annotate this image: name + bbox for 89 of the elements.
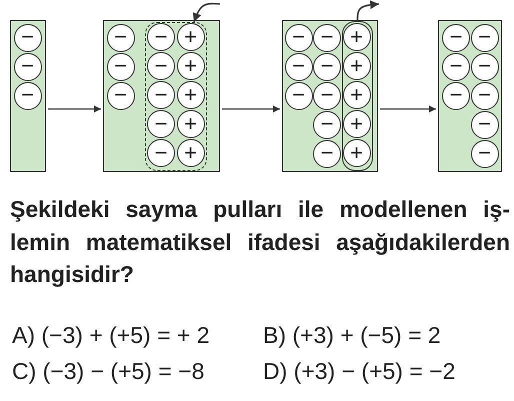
counter-chip — [14, 24, 42, 52]
counter-chip — [14, 52, 42, 80]
counter-sign: − — [450, 55, 462, 78]
counter-sign: − — [478, 26, 491, 49]
counter-chip — [342, 110, 370, 138]
counter-chip — [342, 139, 370, 167]
counter-sign: + — [350, 142, 363, 164]
counter-chip — [442, 52, 470, 80]
counter-chip — [14, 82, 42, 110]
counter-chip — [176, 139, 204, 167]
counter-sign: + — [350, 54, 363, 78]
counter-sign: − — [21, 26, 34, 49]
counter-tray — [103, 20, 220, 172]
counter-chip — [106, 24, 134, 52]
counter-sign: − — [320, 26, 334, 49]
counter-sign: − — [154, 142, 168, 164]
counter-sign: − — [292, 55, 305, 78]
answer-option: A) (−3) + (+5) = + 2 — [12, 322, 210, 348]
counter-chip — [313, 24, 341, 52]
counter-sign: − — [450, 84, 462, 107]
counter-sign: + — [350, 84, 363, 106]
counter-chip — [470, 82, 498, 110]
counter-chip — [176, 52, 204, 80]
counter-sign: + — [184, 54, 197, 78]
counter-sign: − — [154, 26, 168, 48]
counter-chip — [106, 52, 134, 80]
counter-sign: − — [114, 26, 127, 49]
counter-sign: − — [292, 84, 305, 107]
counter-chip — [147, 81, 175, 109]
counter-sign: + — [350, 26, 363, 48]
counter-sign: − — [154, 54, 168, 78]
answer-option: B) (+3) + (−5) = 2 — [263, 322, 441, 348]
counter-chip — [470, 24, 498, 52]
counter-chip — [470, 110, 498, 138]
counter-sign: − — [21, 55, 34, 78]
counter-chip — [313, 140, 341, 168]
counter-chip — [106, 82, 134, 110]
counter-sign: − — [320, 55, 334, 78]
counter-sign: − — [114, 55, 127, 78]
counter-chip — [176, 81, 204, 109]
counter-sign: + — [350, 112, 363, 136]
counter-chip — [284, 82, 312, 110]
counter-sign: + — [184, 112, 197, 136]
counter-tray — [10, 20, 46, 172]
counter-sign: − — [320, 113, 334, 136]
counter-chip — [313, 52, 341, 80]
counter-chip — [284, 24, 312, 52]
counter-sign: − — [478, 142, 491, 165]
counter-chip — [284, 52, 312, 80]
arrow — [48, 105, 101, 113]
counter-sign: − — [292, 26, 305, 49]
counter-chip — [442, 82, 470, 110]
question-text: Şekildeki sayma pulları ile modellenen iş- lemin matematiksel ifadesi aşağıdakilerden hangisidir? — [10, 195, 510, 289]
counter-sign: − — [320, 84, 334, 107]
counter-chip — [442, 24, 470, 52]
arrow — [380, 105, 436, 113]
counter-chip — [470, 140, 498, 168]
counter-chip — [147, 139, 175, 167]
curved-arrow — [192, 2, 220, 22]
counter-chip — [147, 52, 175, 80]
counter-tray — [438, 20, 502, 172]
counter-sign: − — [154, 112, 168, 136]
counter-sign: − — [114, 84, 127, 107]
counter-chip — [147, 110, 175, 138]
counter-sign: − — [478, 55, 491, 78]
counter-chip — [313, 82, 341, 110]
counter-chip — [176, 110, 204, 138]
counter-chip — [342, 52, 370, 80]
counter-sign: + — [184, 84, 197, 106]
counter-sign: + — [184, 26, 197, 48]
counter-chip — [313, 110, 341, 138]
counter-sign: + — [184, 142, 197, 164]
counter-chip — [470, 52, 498, 80]
counter-sign: − — [154, 84, 168, 106]
counter-sign: − — [320, 142, 334, 165]
group-outline — [342, 20, 372, 170]
counter-tray — [282, 20, 378, 172]
counter-chip — [342, 81, 370, 109]
counter-sign: − — [478, 113, 491, 136]
dashed-group-outline — [144, 22, 206, 170]
counter-sign: − — [450, 26, 462, 49]
arrow — [222, 105, 280, 113]
answer-option: D) (+3) − (+5) = −2 — [263, 358, 456, 384]
answer-option: C) (−3) − (+5) = −8 — [12, 358, 204, 384]
counter-chip — [176, 23, 204, 51]
counter-chip — [342, 23, 370, 51]
counter-sign: − — [21, 84, 34, 107]
counter-sign: − — [478, 84, 491, 107]
counter-chip — [147, 23, 175, 51]
